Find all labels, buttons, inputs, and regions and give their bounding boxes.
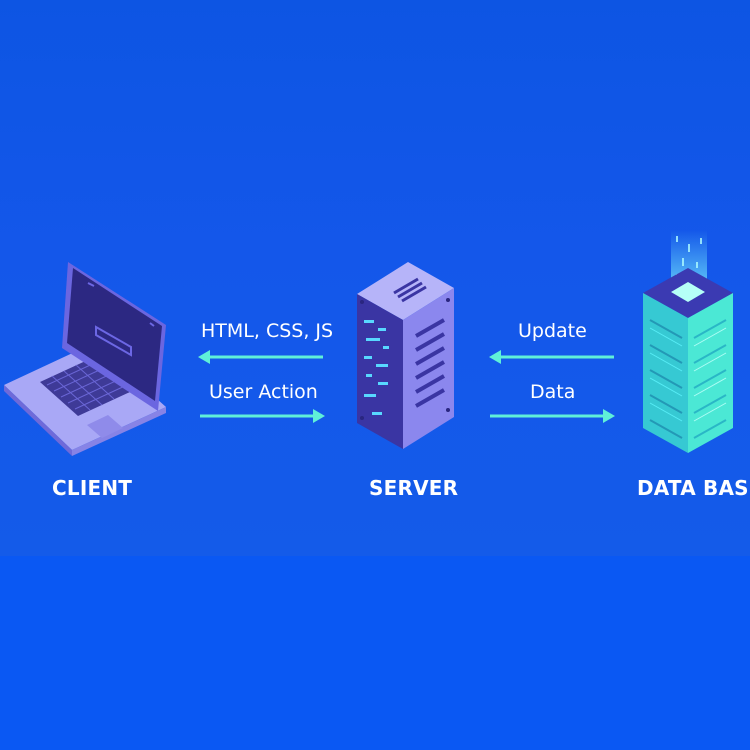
node-label-server: SERVER [369, 476, 459, 500]
arrow-database-to-server [489, 350, 614, 364]
arrow-client-to-server [200, 409, 325, 423]
laptop-screen [67, 268, 162, 401]
edge-label-user-action: User Action [209, 381, 318, 403]
node-label-database: DATA BASE [637, 476, 750, 500]
arrow-server-to-client [198, 350, 323, 364]
diagram-background [0, 0, 750, 556]
edge-label-update: Update [518, 320, 587, 342]
laptop-icon [4, 262, 166, 456]
server-tower-icon [357, 262, 454, 449]
screen-search-bar [95, 325, 132, 357]
edge-label-html-css-js: HTML, CSS, JS [201, 320, 334, 342]
database-tower-icon [643, 230, 733, 453]
node-label-client: CLIENT [52, 476, 133, 500]
bottom-background-band [0, 556, 750, 750]
edge-label-data: Data [530, 381, 576, 403]
arrow-server-to-database [490, 409, 615, 423]
